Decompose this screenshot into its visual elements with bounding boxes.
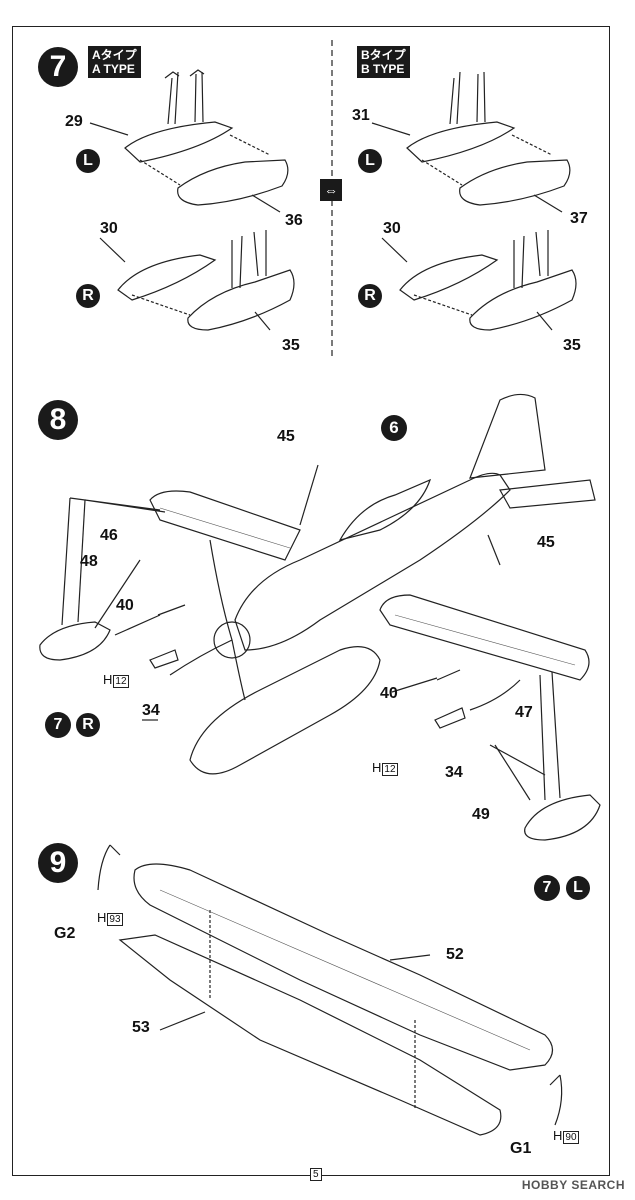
watermark-logo: HOBBY SEARCH	[521, 1178, 625, 1192]
type-b-label: Bタイプ B TYPE	[357, 46, 410, 78]
step-number: 9	[49, 846, 67, 879]
part-37-label: 37	[570, 210, 588, 227]
part-31-label: 31	[352, 107, 370, 124]
part-52-label: 52	[446, 946, 464, 963]
part-45-label-top: 45	[277, 428, 295, 445]
side-right-badge-b: R	[358, 284, 382, 308]
part-48-label: 48	[80, 553, 98, 570]
part-40-label-right: 40	[380, 685, 398, 702]
part-53-label: 53	[132, 1019, 150, 1036]
part-30-label-a: 30	[100, 220, 118, 237]
swap-arrow-icon: ⇔	[320, 179, 342, 201]
part-40-label-left: 40	[116, 597, 134, 614]
part-36-label: 36	[285, 212, 303, 229]
part-35-label-b: 35	[563, 337, 581, 354]
side-left-badge-a: L	[76, 149, 100, 173]
type-a-jp: Aタイプ	[92, 48, 137, 62]
type-b-jp: Bタイプ	[361, 48, 406, 62]
side-right-badge-a: R	[76, 284, 100, 308]
type-a-en: A TYPE	[92, 62, 135, 76]
part-34-label-left: 34	[142, 702, 160, 719]
step-7-badge: 7	[38, 47, 78, 87]
step-number: 7	[49, 50, 67, 83]
type-b-en: B TYPE	[361, 62, 405, 76]
side-left-badge-b: L	[358, 149, 382, 173]
part-34-label-right: 34	[445, 764, 463, 781]
part-45-label-right: 45	[537, 534, 555, 551]
ref-side-right-badge: R	[76, 713, 100, 737]
type-a-label: Aタイプ A TYPE	[88, 46, 141, 78]
step-8-badge: 8	[38, 400, 78, 440]
part-46-label: 46	[100, 527, 118, 544]
part-6-label: 6	[389, 418, 399, 437]
step-9-badge: 9	[38, 843, 78, 883]
part-6-badge: 6	[381, 415, 407, 441]
part-g1-label: G1	[510, 1140, 532, 1157]
ref-side-left-badge: L	[566, 876, 590, 900]
step-number: 8	[49, 403, 67, 436]
ref-step-7-left: 7	[45, 712, 71, 738]
page-number: 5	[310, 1168, 322, 1181]
part-30-label-b: 30	[383, 220, 401, 237]
part-47-label: 47	[515, 704, 533, 721]
part-g2-label: G2	[54, 925, 76, 942]
part-35-label-a: 35	[282, 337, 300, 354]
part-49-label: 49	[472, 806, 490, 823]
part-29-label: 29	[65, 113, 83, 130]
ref-step-7-right: 7	[534, 875, 560, 901]
